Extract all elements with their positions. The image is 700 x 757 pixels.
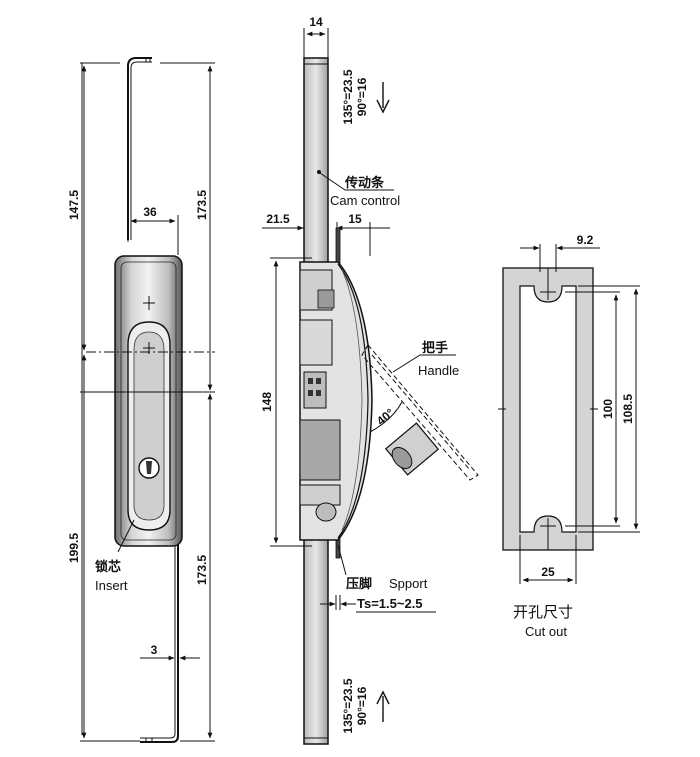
dim-25: 25: [541, 565, 555, 579]
cam-label-en: Cam control: [330, 193, 400, 208]
arrow-up-icon: [376, 690, 390, 722]
front-view: 147.5 199.5 173.5 173.5 36 3 锁芯 Insert: [67, 57, 215, 743]
dim-3: 3: [151, 643, 158, 657]
dim-100: 100: [601, 399, 615, 419]
insert-label-cn: 锁芯: [95, 559, 121, 574]
dim-9-2: 9.2: [577, 233, 594, 247]
dim-108-5: 108.5: [621, 394, 635, 424]
cutout-title-en: Cut out: [525, 624, 567, 639]
arrow-down-icon: [376, 82, 390, 114]
dim-15: 15: [348, 212, 362, 226]
handle-label-cn: 把手: [422, 340, 448, 355]
dim-36: 36: [143, 205, 157, 219]
dim-147-5: 147.5: [67, 190, 81, 220]
stroke-note-top-1: 135°=23.5: [341, 69, 355, 125]
dim-14: 14: [309, 15, 323, 29]
dim-199-5: 199.5: [67, 533, 81, 563]
cutout-title-cn: 开孔尺寸: [513, 604, 573, 621]
stroke-note-bottom-2: 90°=16: [355, 686, 369, 725]
cutout-view: 9.2 100 108.5 25 开孔尺寸 Cut out: [498, 233, 640, 639]
side-view: 14 135°=23.5 90°=16 135°=23.5 90°=16 传动条…: [260, 15, 479, 745]
support-label-en: Spport: [389, 576, 428, 591]
dim-148: 148: [260, 392, 274, 412]
cam-label-cn: 传动条: [344, 175, 385, 190]
dim-21-5: 21.5: [266, 212, 290, 226]
stroke-note-bottom-1: 135°=23.5: [341, 678, 355, 734]
handle-label-en: Handle: [418, 363, 459, 378]
ts-label: Ts=1.5~2.5: [357, 596, 423, 611]
handle-open: [361, 344, 479, 481]
stroke-note-top-2: 90°=16: [355, 77, 369, 116]
support-label-cn: 压脚: [346, 576, 372, 591]
cutout-hole: [519, 285, 577, 533]
dim-173-5-lower: 173.5: [195, 555, 209, 585]
dim-173-5-upper: 173.5: [195, 190, 209, 220]
insert-label-en: Insert: [95, 578, 128, 593]
dim-40-deg: 40°: [374, 406, 397, 429]
